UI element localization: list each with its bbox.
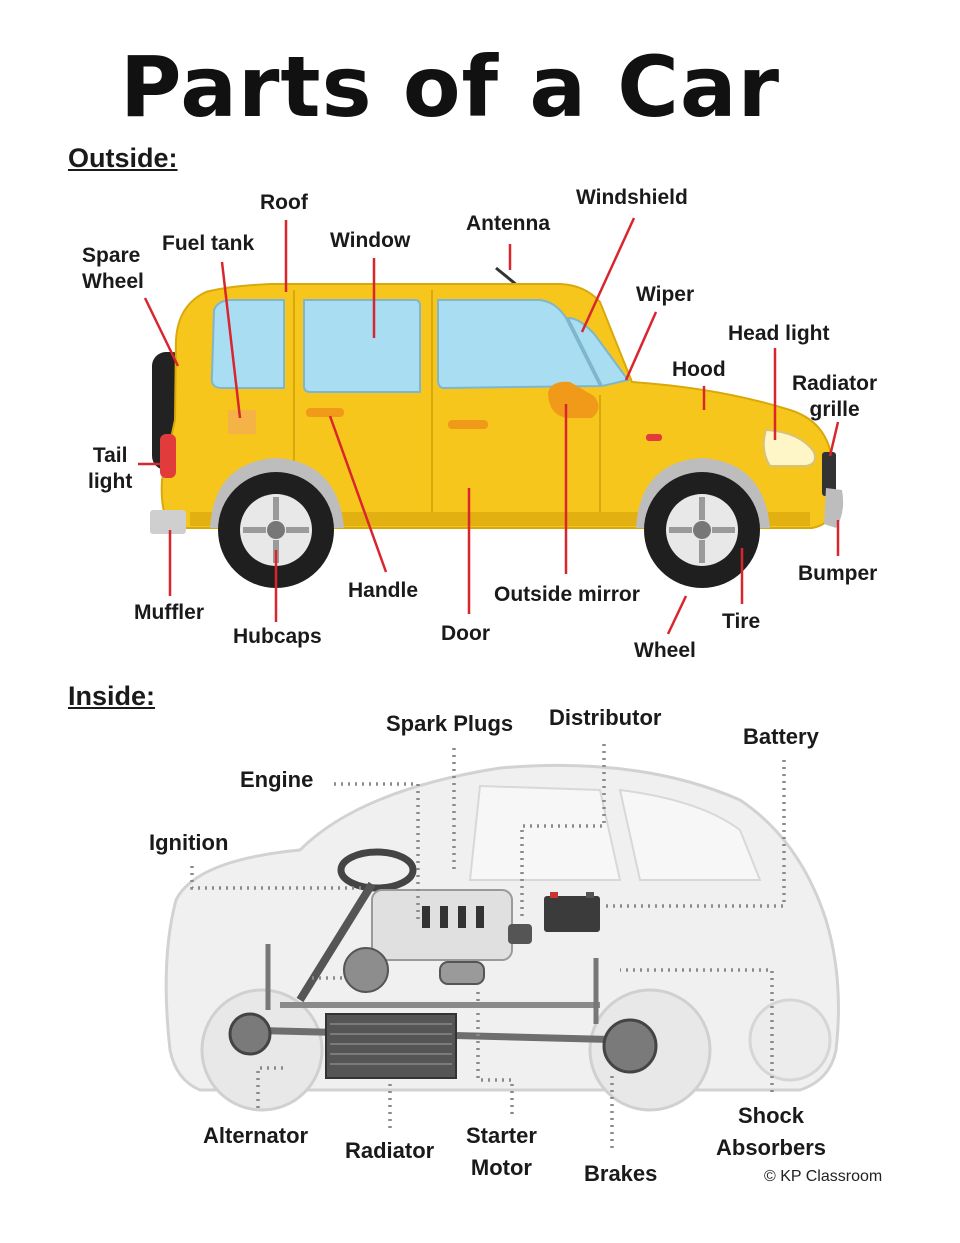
- rear-handle-shape: [306, 408, 344, 417]
- front-window-shape: [437, 299, 602, 390]
- middle-window-shape: [303, 299, 421, 393]
- label-ignition: Ignition: [149, 830, 229, 855]
- label-tire: Tire: [722, 610, 761, 633]
- distributor-shape: [508, 924, 532, 944]
- label-handle: Handle: [348, 579, 419, 602]
- label-antenna: Antenna: [466, 212, 550, 235]
- label-distributor: Distributor: [549, 705, 662, 730]
- label-hood: Hood: [672, 358, 726, 381]
- label-spark-plugs: Spark Plugs: [386, 711, 514, 736]
- page-title: Parts of a Car: [120, 38, 780, 136]
- label-battery: Battery: [743, 724, 819, 749]
- brakes-shape: [602, 1018, 658, 1074]
- label-alternator: Alternator: [203, 1123, 309, 1148]
- copyright-text: © KP Classroom: [764, 1168, 883, 1185]
- outside-mirror-shape: [548, 381, 599, 418]
- label-hubcaps: Hubcaps: [233, 625, 322, 648]
- label-fuel-tank: Fuel tank: [162, 232, 255, 255]
- alternator-shape: [343, 947, 389, 993]
- front-wheel-shape: [644, 472, 760, 588]
- inside-leader-lines: [190, 744, 786, 1148]
- starter-motor-shape: [439, 961, 485, 985]
- fuel-tank-cap-shape: [228, 410, 256, 434]
- label-muffler: Muffler: [134, 601, 204, 624]
- label-outside-mirror: Outside mirror: [494, 583, 640, 606]
- front-handle-shape: [448, 420, 488, 429]
- radiator-grille-shape: [822, 452, 836, 496]
- shock-absorbers-shape: [265, 944, 599, 1024]
- outside-pointer-lines: [138, 217, 840, 635]
- label-roof: Roof: [260, 191, 308, 214]
- label-head-light: Head light: [728, 322, 830, 345]
- label-windshield: Windshield: [576, 186, 688, 209]
- steering-wheel-shape: [337, 848, 417, 892]
- muffler-shape: [150, 510, 186, 534]
- spark-plugs-shape: [422, 906, 484, 928]
- headlight-shape: [762, 428, 816, 467]
- label-window: Window: [330, 229, 411, 252]
- tail-light-shape: [160, 434, 176, 478]
- label-bumper: Bumper: [798, 562, 878, 585]
- rear-wheel-shape: [218, 472, 334, 588]
- bumper-shape: [824, 488, 844, 528]
- battery-shape: [544, 896, 600, 932]
- label-radiator: Radiator: [345, 1138, 435, 1163]
- label-engine: Engine: [240, 767, 314, 792]
- label-brakes: Brakes: [584, 1161, 658, 1186]
- label-wiper: Wiper: [636, 283, 695, 306]
- inside-heading: Inside:: [68, 681, 156, 711]
- label-door: Door: [441, 622, 490, 645]
- outside-heading: Outside:: [68, 143, 178, 173]
- label-wheel: Wheel: [634, 639, 696, 662]
